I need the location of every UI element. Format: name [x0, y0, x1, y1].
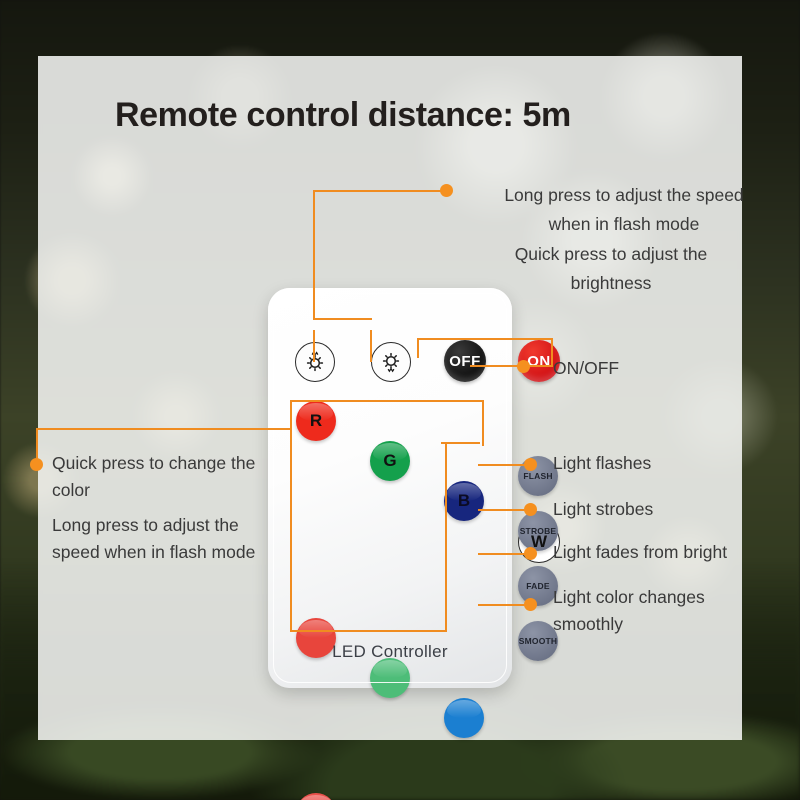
group-box-color-body: [290, 442, 447, 632]
brightness-up-button[interactable]: [295, 342, 335, 382]
annotation-fade: Light fades from bright: [553, 542, 728, 562]
annotation-smooth: Light color changes smoothly: [553, 587, 705, 634]
led-remote-control: OFF ON R G B W: [268, 288, 560, 800]
color-label-b: B: [457, 491, 471, 510]
mode-label-fade: FADE: [526, 581, 550, 591]
mode-button-smooth[interactable]: SMOOTH: [518, 621, 558, 661]
annotation-brightness-line2: when in flash mode: [548, 214, 700, 234]
mode-button-flash[interactable]: FLASH: [518, 456, 558, 496]
annotation-onoff: ON/OFF: [553, 358, 620, 378]
annotation-brightness-line4: brightness: [570, 273, 652, 293]
connector-strobe-run: [478, 509, 530, 511]
brightness-down-button[interactable]: [371, 342, 411, 382]
connector-onoff-run: [470, 365, 553, 367]
page-title: Remote control distance: 5m: [115, 96, 571, 134]
color-label-r: R: [309, 411, 323, 430]
connector-dot-brightness: [440, 184, 453, 197]
color-button-blue[interactable]: B: [444, 481, 484, 521]
mode-button-strobe[interactable]: STROBE: [518, 511, 558, 551]
connector-dot-color: [30, 458, 43, 471]
sun-up-icon: [306, 351, 324, 372]
connector-dot-strobe: [524, 503, 537, 516]
group-box-color-top: [290, 400, 484, 446]
connector-fade-run: [478, 553, 530, 555]
annotation-strobe: Light strobes: [553, 499, 654, 519]
connector-dot-fade: [524, 547, 537, 560]
connector-brightness-join: [313, 318, 372, 320]
color-button-r2c1[interactable]: [296, 618, 336, 658]
connector-onoff-stem-off: [417, 340, 419, 358]
connector-color-drop: [36, 428, 38, 464]
connector-flash-run: [478, 464, 530, 466]
connector-dot-smooth: [524, 598, 537, 611]
color-button-red[interactable]: R: [296, 401, 336, 441]
annotation-brightness-line1: Long press to adjust the speed: [504, 185, 744, 205]
connector-brightness-run: [313, 190, 446, 192]
mode-label-flash: FLASH: [523, 471, 553, 481]
connector-smooth-run: [478, 604, 530, 606]
connector-onoff-top: [417, 338, 553, 340]
annotation-color-quick-press: Quick press to change the color: [52, 453, 256, 500]
power-off-button[interactable]: OFF: [444, 340, 486, 382]
connector-brightness-riser: [313, 190, 315, 320]
connector-onoff-drop: [551, 338, 553, 365]
color-button-r2c2[interactable]: [370, 658, 410, 698]
connector-brightness-stem-left: [313, 330, 315, 362]
color-button-r3c1[interactable]: [296, 793, 336, 800]
annotation-color-long-press: Long press to adjust the speed when in f…: [52, 515, 256, 562]
connector-brightness-stem-right: [370, 330, 372, 362]
color-button-r2c3[interactable]: [444, 698, 484, 738]
annotation-flash: Light flashes: [553, 453, 652, 473]
connector-color-run: [36, 428, 292, 430]
annotation-brightness-line3: Quick press to adjust the: [514, 244, 708, 264]
connector-dot-onoff: [517, 360, 530, 373]
connector-dot-flash: [524, 458, 537, 471]
mode-label-smooth: SMOOTH: [518, 636, 558, 646]
remote-brand-label: LED Controller: [332, 642, 448, 661]
mode-button-fade[interactable]: FADE: [518, 566, 558, 606]
color-button-green[interactable]: G: [370, 441, 410, 481]
group-box-color-step: [441, 442, 480, 444]
color-label-w: W: [530, 532, 548, 551]
mode-label-strobe: STROBE: [519, 526, 557, 536]
sun-down-icon: [382, 352, 400, 373]
color-label-g: G: [383, 451, 397, 470]
